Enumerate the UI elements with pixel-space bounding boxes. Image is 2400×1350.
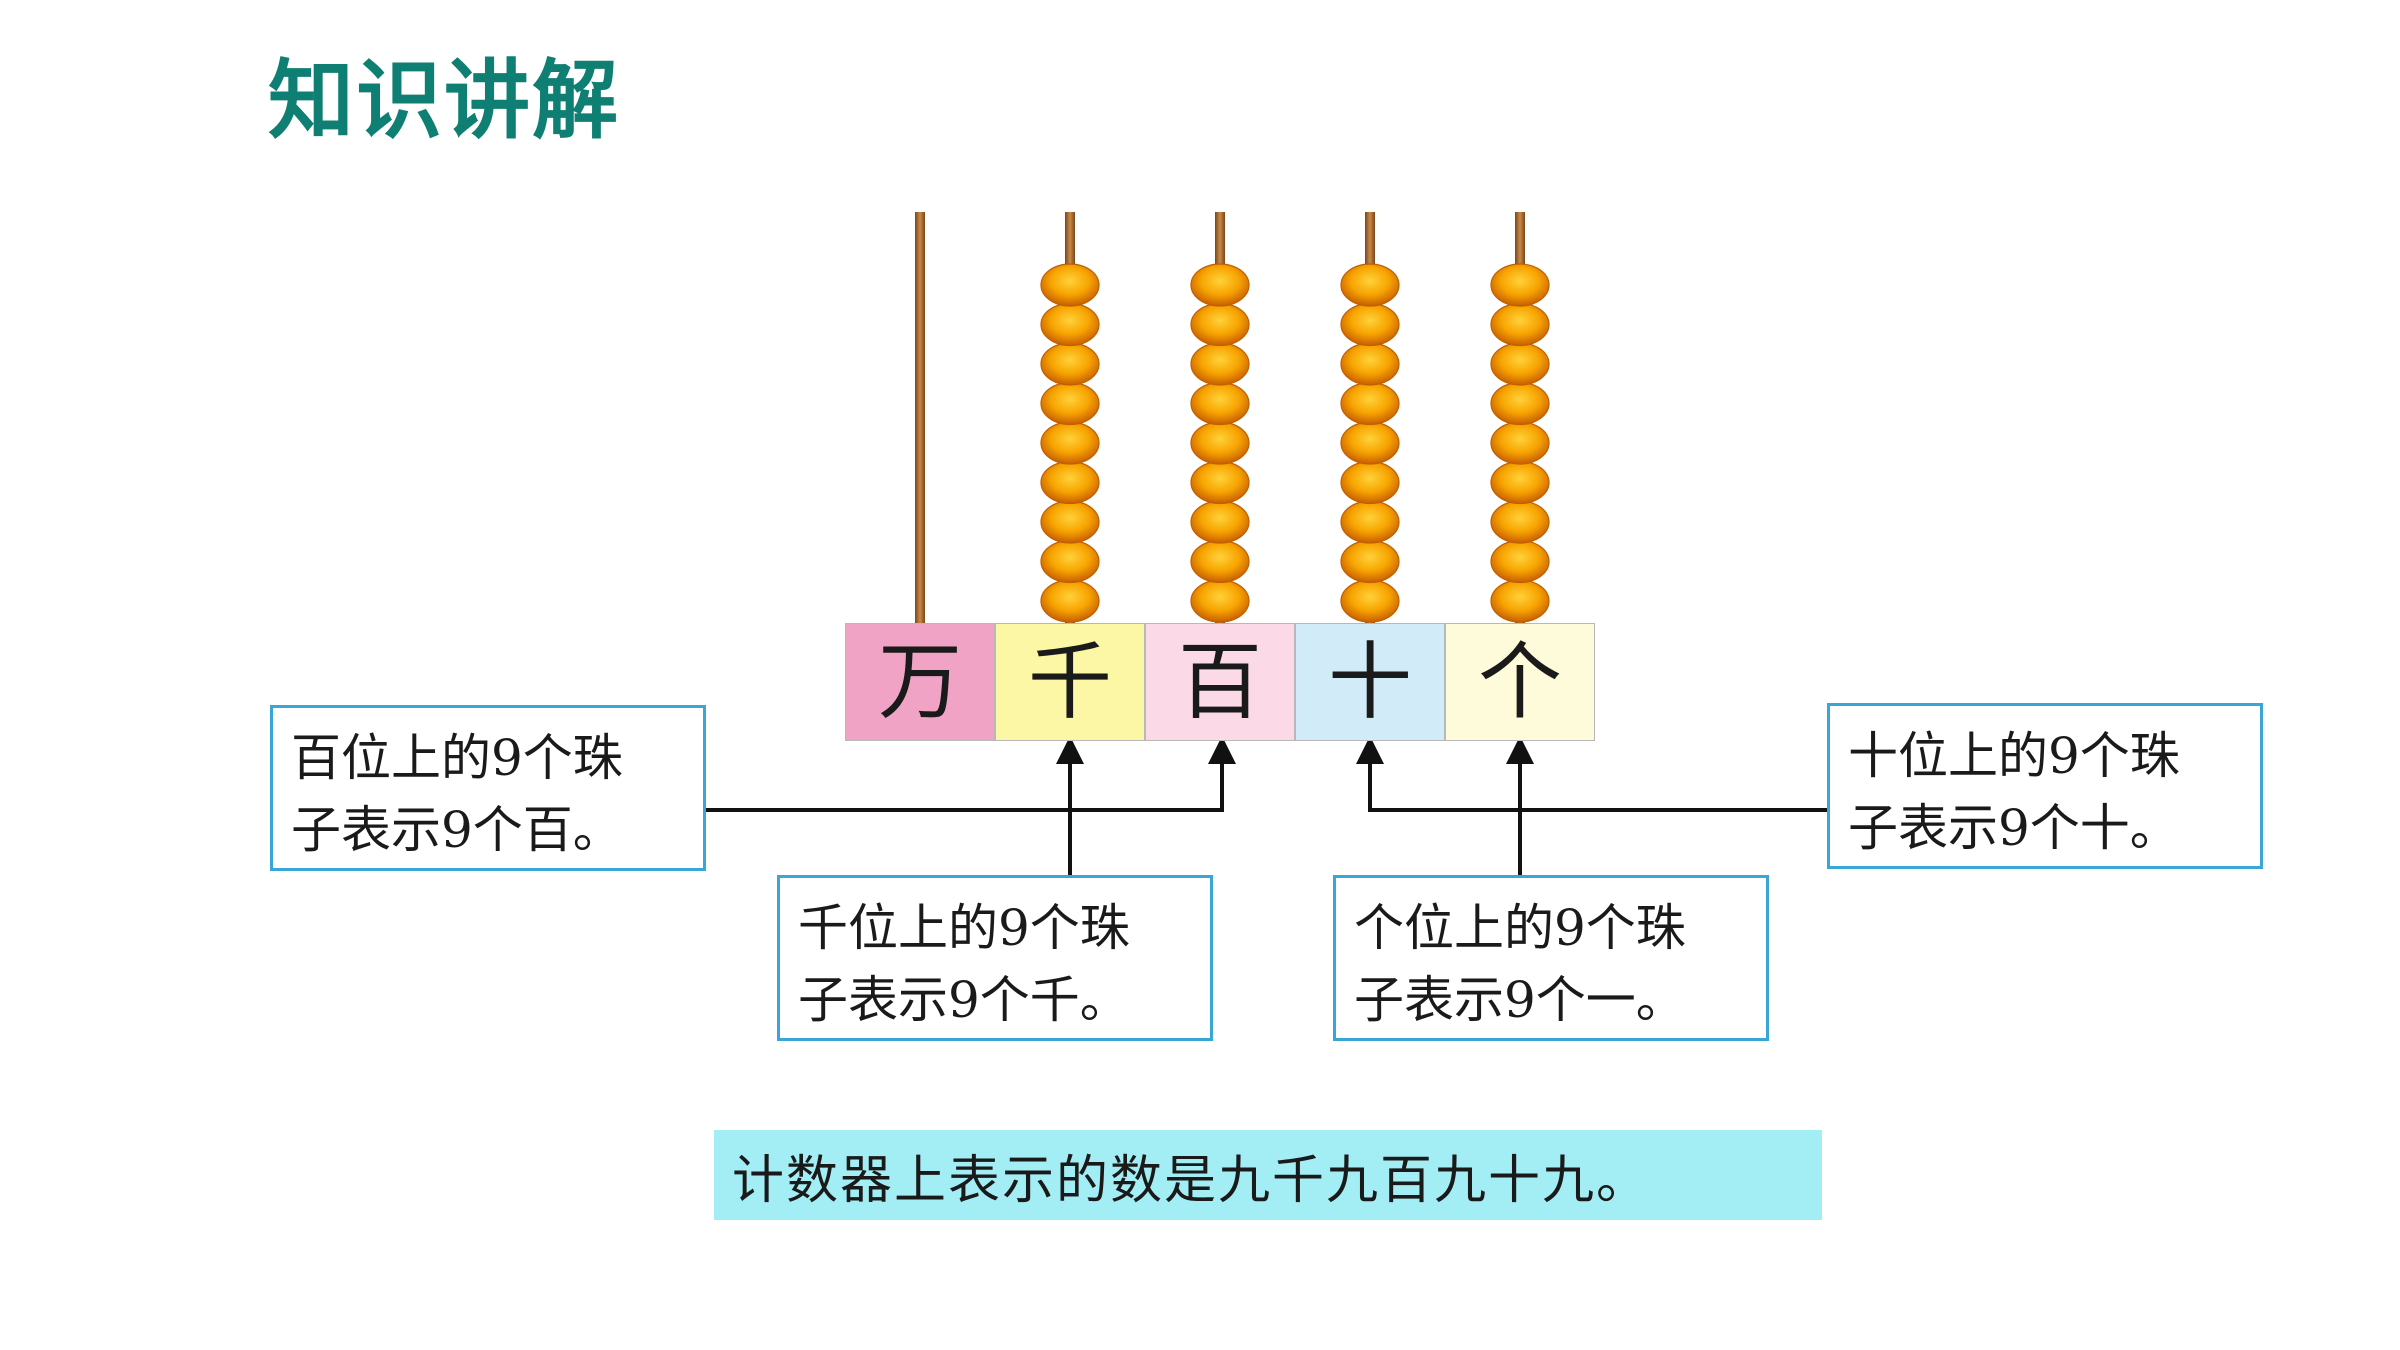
bead-ones xyxy=(1490,539,1550,584)
bead-tens xyxy=(1340,539,1400,584)
bead-hundreds xyxy=(1190,579,1250,623)
bead-hundreds xyxy=(1190,421,1250,465)
bead-thousands xyxy=(1040,539,1100,584)
bead-thousands xyxy=(1040,421,1100,465)
abacus-rods xyxy=(915,212,1550,623)
bead-hundreds xyxy=(1190,342,1250,386)
bead-tens xyxy=(1340,421,1400,465)
bead-thousands xyxy=(1040,500,1100,544)
bead-ones xyxy=(1490,421,1550,465)
bead-hundreds xyxy=(1190,302,1250,347)
bead-hundreds xyxy=(1190,460,1250,505)
bead-tens xyxy=(1340,263,1400,307)
bead-hundreds xyxy=(1190,539,1250,584)
rod-ten-thousands xyxy=(915,212,925,623)
bead-hundreds xyxy=(1190,500,1250,544)
bead-hundreds xyxy=(1190,263,1250,307)
callout-ones: 个位上的9个珠 子表示9个一。 xyxy=(1333,875,1769,1041)
bead-tens xyxy=(1340,460,1400,505)
place-label-tens: 十 xyxy=(1295,623,1445,741)
bead-thousands xyxy=(1040,579,1100,623)
bead-ones xyxy=(1490,342,1550,386)
bead-tens xyxy=(1340,302,1400,347)
place-label-ones: 个 xyxy=(1445,623,1595,741)
place-label-thousands: 千 xyxy=(995,623,1145,741)
summary-banner: 计数器上表示的数是九千九百九十九。 xyxy=(714,1130,1822,1220)
connector-hundreds xyxy=(706,736,1236,812)
callout-connectors xyxy=(706,736,1827,880)
bead-thousands xyxy=(1040,381,1100,426)
bead-tens xyxy=(1340,381,1400,426)
page-title: 知识讲解 xyxy=(268,51,620,151)
place-label-hundreds: 百 xyxy=(1145,623,1295,741)
bead-ones xyxy=(1490,460,1550,505)
bead-ones xyxy=(1490,500,1550,544)
bead-thousands xyxy=(1040,263,1100,307)
bead-thousands xyxy=(1040,460,1100,505)
bead-tens xyxy=(1340,342,1400,386)
bead-tens xyxy=(1340,500,1400,544)
connector-tens xyxy=(1356,736,1827,812)
bead-thousands xyxy=(1040,342,1100,386)
bead-thousands xyxy=(1040,302,1100,347)
bead-hundreds xyxy=(1190,381,1250,426)
bead-ones xyxy=(1490,381,1550,426)
bead-ones xyxy=(1490,263,1550,307)
callout-hundreds: 百位上的9个珠 子表示9个百。 xyxy=(270,705,706,871)
bead-tens xyxy=(1340,579,1400,623)
callout-thousands: 千位上的9个珠 子表示9个千。 xyxy=(777,875,1213,1041)
place-label-ten-thousands: 万 xyxy=(845,623,995,741)
bead-ones xyxy=(1490,302,1550,347)
bead-ones xyxy=(1490,579,1550,623)
callout-tens: 十位上的9个珠 子表示9个十。 xyxy=(1827,703,2263,869)
